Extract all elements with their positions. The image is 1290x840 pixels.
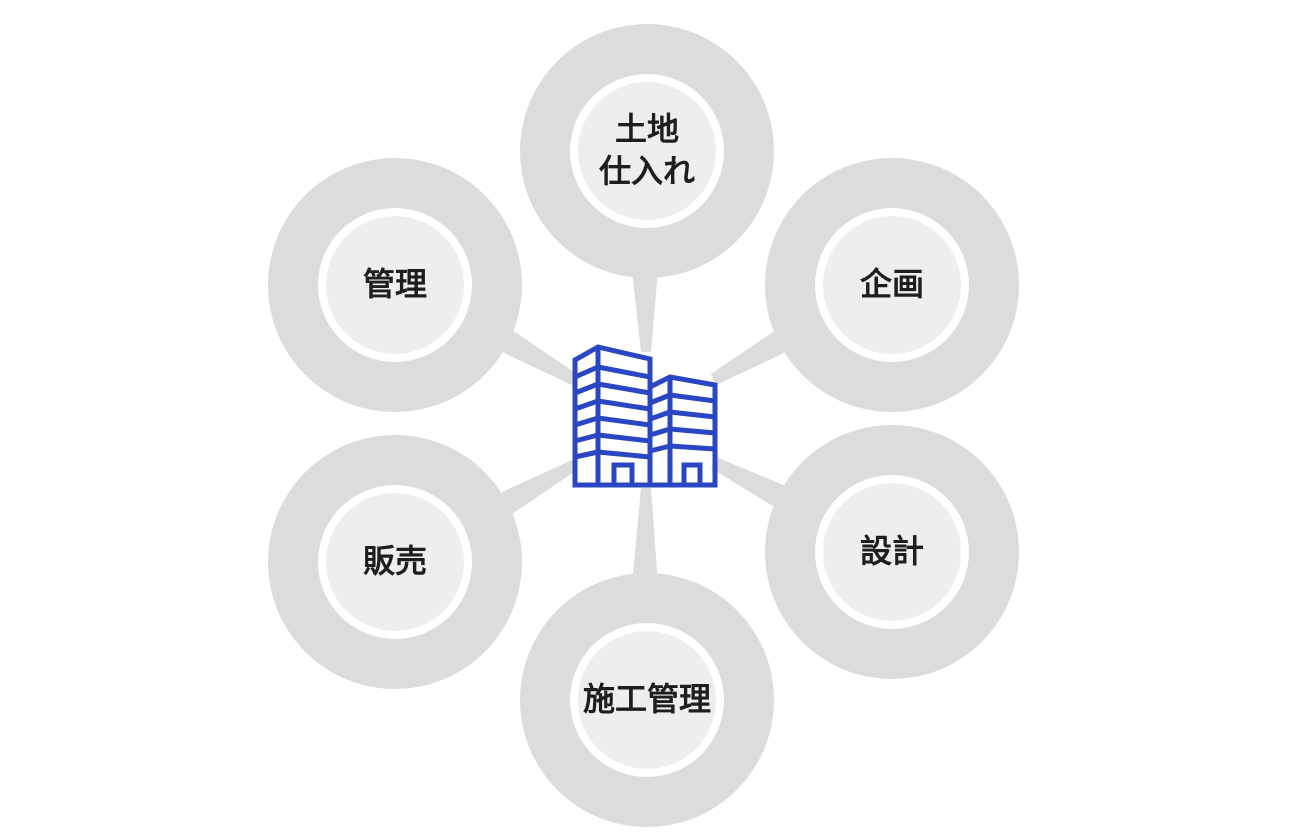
node-ring xyxy=(570,74,724,228)
node-label-planning: 企画 xyxy=(859,265,924,304)
node-land-acquisition: 土地 仕入れ xyxy=(520,24,774,278)
connector-plan xyxy=(711,330,786,385)
node-ring xyxy=(815,475,969,629)
node-ring xyxy=(318,208,472,362)
node-sales: 販売 xyxy=(268,435,522,689)
connector-management xyxy=(502,330,577,385)
node-label-land-acquisition: 土地 仕入れ xyxy=(598,110,695,190)
node-label-construction-management: 施工管理 xyxy=(582,680,711,719)
node-ring xyxy=(570,623,724,777)
node-label-management: 管理 xyxy=(362,265,427,304)
node-management: 管理 xyxy=(268,158,522,412)
connector-construction xyxy=(632,488,658,585)
connector-design xyxy=(711,457,786,508)
node-core xyxy=(326,216,464,354)
node-planning: 企画 xyxy=(765,158,1019,412)
node-core xyxy=(578,631,716,769)
node-ring xyxy=(815,208,969,362)
node-ring xyxy=(318,485,472,639)
node-core xyxy=(823,216,961,354)
connector-sales xyxy=(502,460,577,514)
node-core xyxy=(578,82,716,220)
node-core xyxy=(326,493,464,631)
node-design: 設計 xyxy=(765,425,1019,679)
node-construction-management: 施工管理 xyxy=(520,573,774,827)
node-label-sales: 販売 xyxy=(362,542,427,581)
node-core xyxy=(823,483,961,621)
node-label-design: 設計 xyxy=(859,532,924,571)
connector-land xyxy=(632,270,658,352)
building-icon xyxy=(572,344,718,488)
